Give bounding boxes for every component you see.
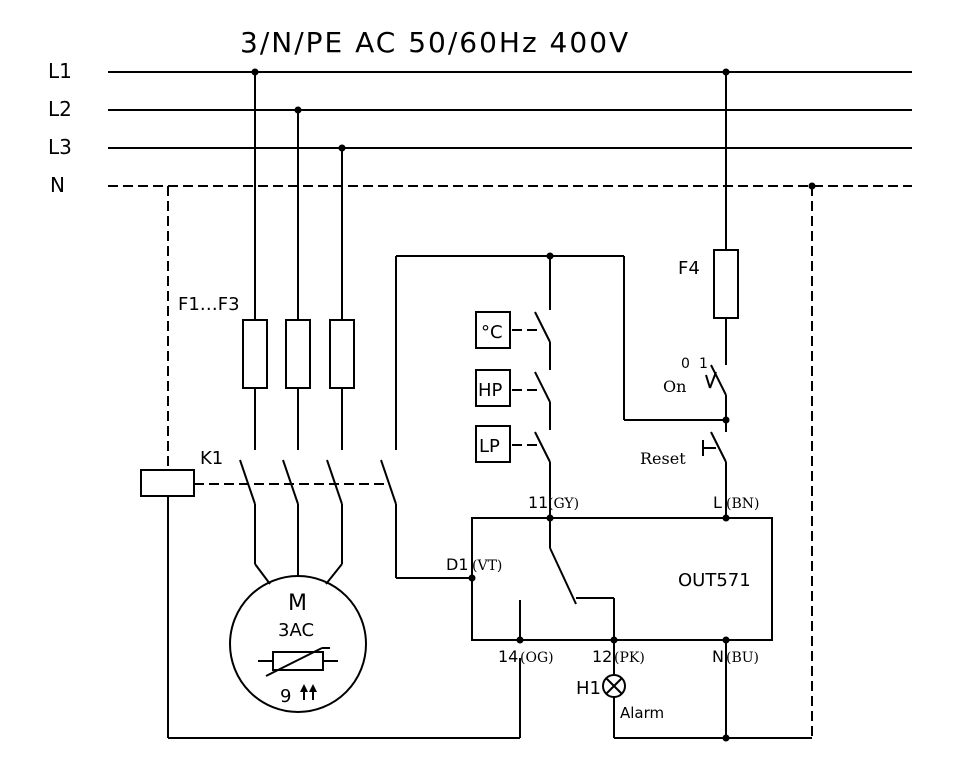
terminal-11: 11 [528,493,548,512]
terminal-14-color: (OG) [520,650,554,666]
motor-3ac-label: 3AC [278,620,314,641]
fuse-f1 [242,319,268,389]
motor: M 3AC 9 [229,575,367,713]
terminal-14: 14 [498,647,518,666]
fuses-label: F1…F3 [178,294,240,315]
reset-label: Reset [640,449,686,468]
temperature-sensor-box [475,311,511,349]
sensor-chain: °C HP LP [475,256,551,518]
terminal-d1: D1 [446,555,469,574]
out571-module: OUT571 11 (GY) L (BN) D1 (VT) 14 (OG) 12… [446,493,773,666]
temperature-sensor-label: °C [481,322,503,343]
supply-title: 3/N/PE AC 50/60Hz 400V [240,26,630,59]
high-pressure-sensor-box [475,369,511,407]
control-branch: F4 0 1 On Reset [550,72,739,518]
terminal-12: 12 [592,647,612,666]
on-switch-0: 0 [681,356,690,372]
coil-circuit: K1 [140,186,521,739]
line-label-l2: L2 [48,97,72,121]
motor-sensor-label: 9 [280,686,291,707]
line-label-n: N [50,173,65,197]
line-label-l3: L3 [48,135,72,159]
contactor-aux-contact [380,255,550,582]
terminal-d1-color: (VT) [472,558,502,574]
terminal-12-color: (PK) [614,650,645,666]
terminal-n: N [712,647,724,666]
lamp-icon [602,674,626,698]
contactor-label: K1 [200,448,223,469]
terminal-11-color: (GY) [548,496,579,512]
fuse-f4-label: F4 [678,258,700,279]
on-switch-label: On [663,377,686,396]
motor-m-label: M [288,591,307,616]
contactor-coil [140,469,195,497]
fuse-f4 [713,249,739,319]
module-name: OUT571 [678,570,751,591]
alarm-circuit: H1 Alarm [576,186,813,739]
on-switch [710,364,727,396]
high-pressure-sensor-label: HP [478,380,503,401]
module-box [471,517,773,641]
low-pressure-sensor-box [475,425,511,463]
fuse-f3 [329,319,355,389]
motor-circle [229,575,367,713]
reset-button [710,431,727,463]
phase-branches: F1…F3 [178,72,355,585]
supply-lines: L1 L2 L3 N [48,59,912,197]
arrows-up-icon [300,684,317,700]
alarm-label: Alarm [620,704,664,722]
on-switch-1: 1 [699,356,708,372]
lamp-label: H1 [576,678,601,699]
line-label-l1: L1 [48,59,72,83]
terminal-n-color: (BU) [726,650,759,666]
fuse-f2 [285,319,311,389]
terminal-l-color: (BN) [726,496,759,512]
low-pressure-sensor-label: LP [479,436,500,457]
terminal-l: L [713,493,722,512]
